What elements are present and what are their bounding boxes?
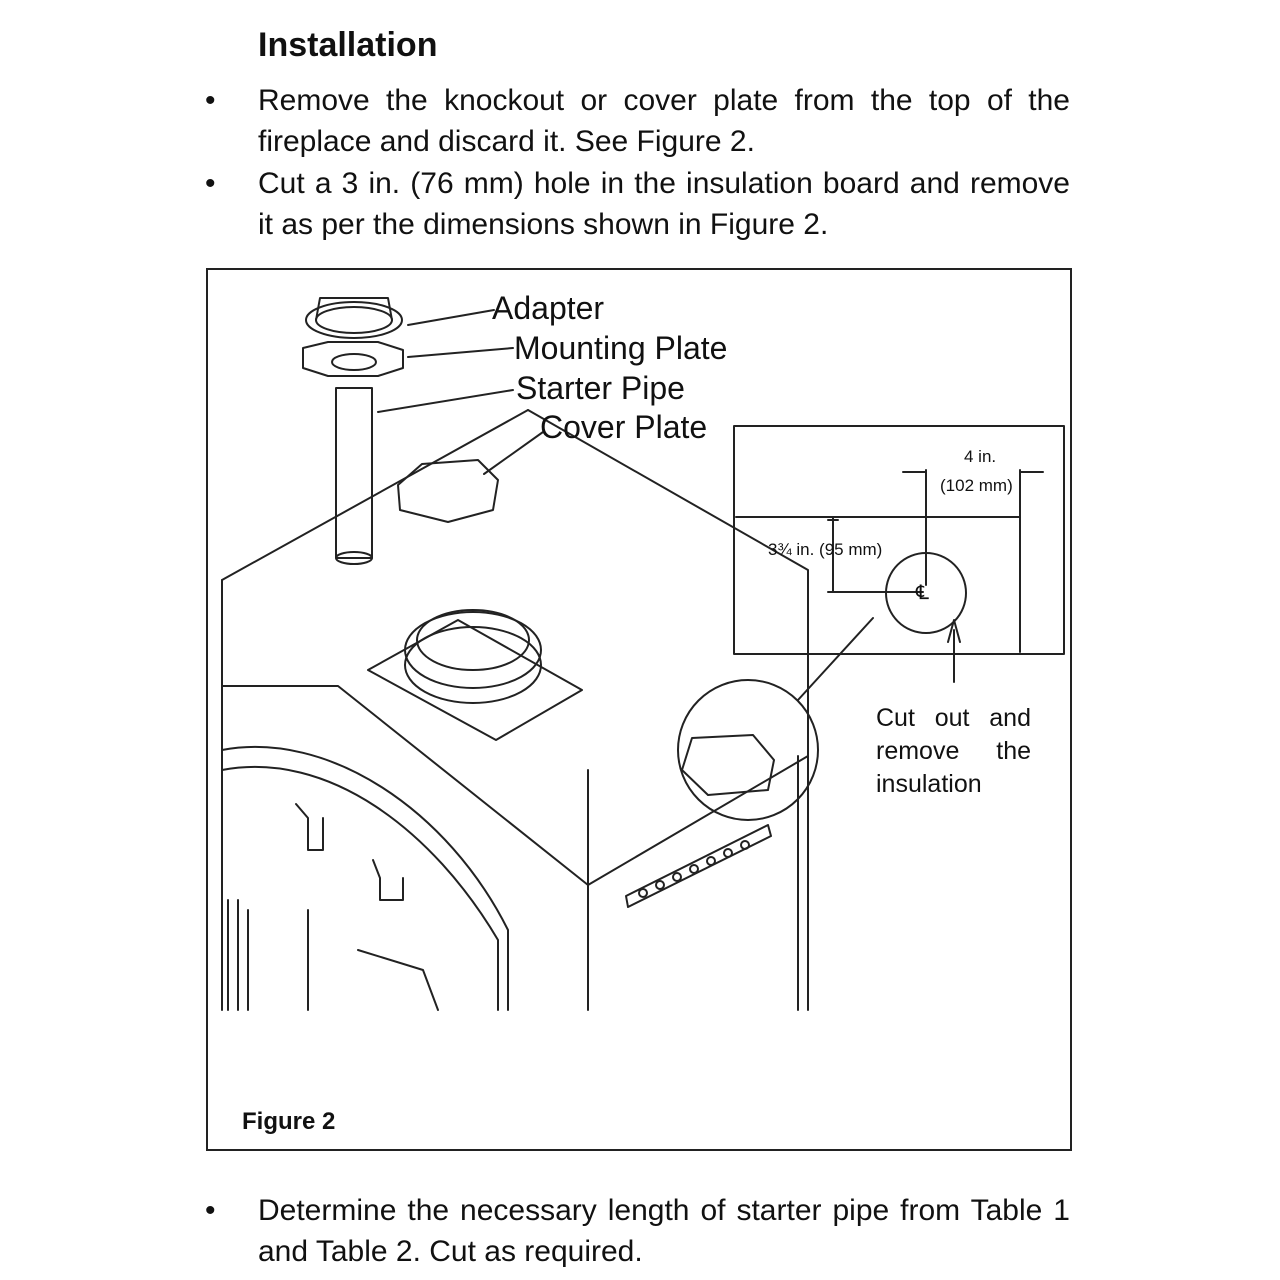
callout-starter-pipe: Starter Pipe	[516, 370, 685, 406]
collar-base-plate	[367, 619, 583, 741]
starter-pipe	[335, 387, 373, 559]
dim-horizontal-label-top: 4 in.	[964, 447, 997, 466]
leader-cover-plate	[483, 431, 544, 475]
bullet-marker: •	[205, 167, 216, 200]
figure-caption: Figure 2	[242, 1108, 336, 1135]
bullet-text: Cut a 3 in. (76 mm) hole in the insulati…	[258, 167, 1070, 241]
collar-ring	[404, 626, 542, 704]
cut-out-note: Cut out and remove the insulation	[876, 704, 1031, 798]
bullet-marker: •	[205, 1194, 216, 1227]
leader-adapter	[407, 309, 495, 326]
fireplace-illustration	[221, 297, 1065, 1011]
fireplace-arch	[221, 745, 509, 1011]
dim-horizontal-label-bottom: (102 mm)	[940, 476, 1013, 495]
callout-adapter: Adapter	[492, 290, 605, 326]
side-louver-panel	[625, 824, 772, 908]
section-heading: Installation	[258, 26, 438, 64]
firebox-inner	[227, 899, 439, 1011]
bullet-marker: •	[205, 84, 216, 117]
loose-cover-plate	[397, 459, 499, 523]
bullet-text: Remove the knockout or cover plate from …	[258, 84, 1070, 158]
detail-magnifier-circle	[677, 679, 819, 821]
arch-bracket	[295, 803, 404, 901]
dim-vertical-lines	[827, 516, 924, 593]
note-arrow	[947, 619, 961, 683]
callout-mounting-plate: Mounting Plate	[514, 330, 728, 366]
leader-starter-pipe	[377, 389, 514, 413]
magnifier-leader	[797, 617, 874, 701]
leader-mounting-plate	[407, 347, 514, 358]
fireplace-top-outline	[221, 409, 809, 1011]
bullet-text: Determine the necessary length of starte…	[258, 1194, 1070, 1268]
dim-horizontal-lines	[902, 469, 1044, 586]
detail-box	[733, 425, 1065, 655]
fireplace-top-rim	[221, 409, 809, 757]
centerline-symbol: ℄	[916, 582, 929, 604]
callout-cover-plate: Cover Plate	[540, 409, 708, 445]
installed-cover-plate	[681, 734, 775, 796]
mounting-plate	[302, 341, 404, 377]
louver-holes	[638, 840, 750, 898]
insulation-outline	[735, 516, 1021, 653]
figure-2: Adapter Mounting Plate Starter Pipe Cove…	[206, 268, 1072, 1151]
dim-vertical-label: 3¾ in. (95 mm)	[768, 540, 883, 559]
adapter-ring	[305, 301, 403, 339]
